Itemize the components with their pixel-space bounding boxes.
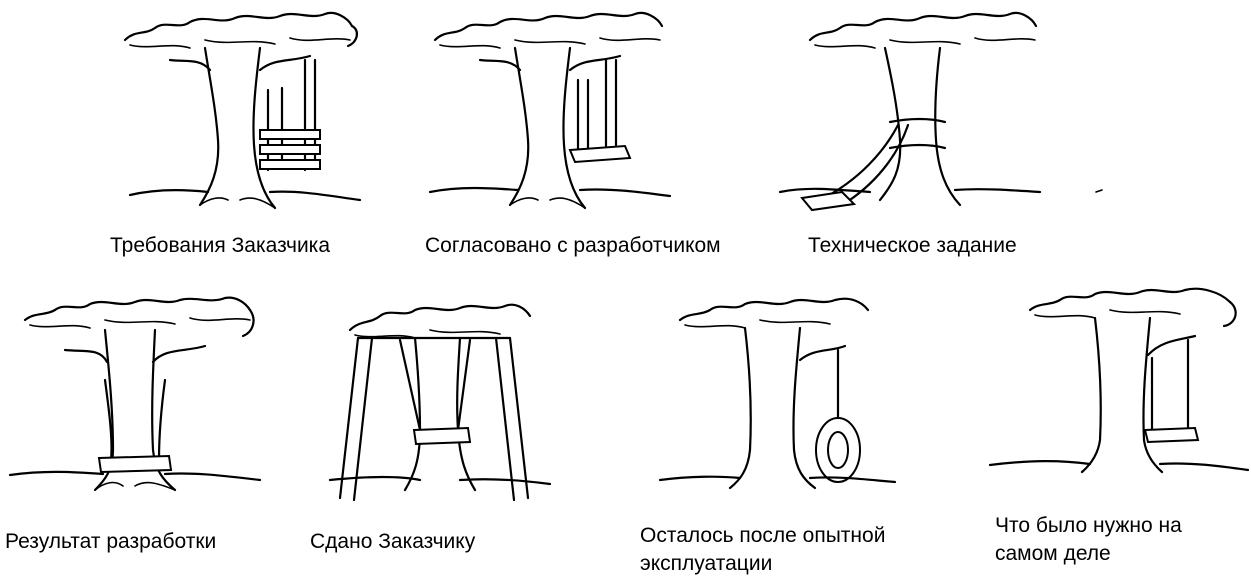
tree-swing-drawing <box>658 297 897 490</box>
caption: Техническое задание <box>808 234 1017 257</box>
panel-delivered-to-customer: Сдано Заказчику <box>310 290 570 560</box>
tree-swing-drawing <box>428 11 672 210</box>
tree-swing-drawing <box>328 303 552 502</box>
caption: Сдано Заказчику <box>310 530 476 553</box>
caption: Результат разработки <box>5 530 217 553</box>
tree-swing-drawing <box>8 296 262 492</box>
panel-after-trial: Осталось после опытной эксплуатации <box>640 290 940 582</box>
tree-swing-drawing <box>778 11 1103 212</box>
panel-development-result: Результат разработки <box>5 290 265 560</box>
caption-line-1: Осталось после опытной <box>640 524 886 547</box>
caption-line-2: самом деле <box>995 542 1111 565</box>
caption-line-2: эксплуатации <box>640 552 773 575</box>
tree-swing-drawing <box>123 11 362 210</box>
panel-customer-requirements: Требования Заказчика <box>110 0 370 270</box>
caption-line-1: Что было нужно на <box>995 514 1182 537</box>
panel-agreed-with-developer: Согласовано с разработчиком <box>420 0 760 270</box>
caption: Согласовано с разработчиком <box>425 234 721 257</box>
tree-swing-drawing <box>988 287 1250 474</box>
caption: Требования Заказчика <box>110 234 330 257</box>
panel-technical-spec: Техническое задание <box>778 0 1110 270</box>
panel-actually-needed: Что было нужно на самом деле <box>988 280 1251 580</box>
